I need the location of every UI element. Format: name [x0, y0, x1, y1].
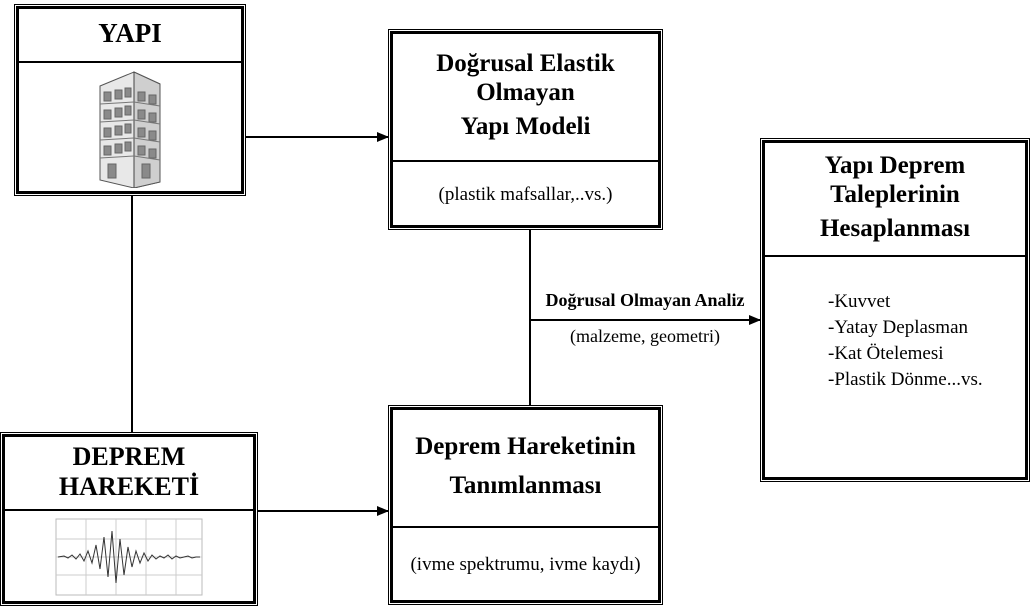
talep-item-plastik-donme: -Plastik Dönme...vs. [828, 369, 983, 390]
talep-title-line2: Hesaplanması [819, 215, 971, 243]
talep-item-kuvvet: -Kuvvet [828, 291, 891, 312]
talep-item-yatay-deplasman: -Yatay Deplasman [828, 317, 969, 338]
talep-item-kat-otelemesi: -Kat Ötelemesi [828, 343, 944, 364]
tanim-box: Deprem Hareketinin Tanımlanması (ivme sp… [388, 405, 663, 605]
model-subtitle: (plastik mafsallar,..vs.) [438, 183, 613, 205]
seismogram-icon [55, 518, 203, 596]
model-title-line1: Doğrusal Elastik Olmayan [436, 49, 615, 106]
talep-title: Yapı Deprem Taleplerinin Hesaplanması [763, 141, 1027, 257]
model-title: Doğrusal Elastik Olmayan Yapı Modeli [391, 32, 660, 162]
building-sketch-icon [99, 71, 161, 188]
analysis-subtitle: (malzeme, geometri) [570, 326, 720, 346]
talep-list: -Kuvvet -Yatay Deplasman -Kat Ötelemesi … [828, 289, 983, 393]
model-box: Doğrusal Elastik Olmayan Yapı Modeli (pl… [388, 29, 663, 230]
analysis-title: Doğrusal Olmayan Analiz [545, 290, 745, 310]
deprem-box: DEPREM HAREKETİ [0, 432, 258, 606]
yapi-box: YAPI [14, 4, 246, 196]
tanim-subtitle: (ivme spektrumu, ivme kaydı) [410, 554, 641, 575]
tanim-title-line2: Tanımlanması [449, 472, 602, 499]
talep-title-line1: Yapı Deprem Taleplerinin [824, 151, 966, 208]
deprem-title: DEPREM HAREKETİ [3, 435, 255, 511]
yapi-title: YAPI [17, 7, 243, 63]
tanim-title: Deprem Hareketinin Tanımlanması [391, 408, 660, 528]
model-title-line2: Yapı Modeli [460, 113, 591, 141]
tanim-title-line1: Deprem Hareketinin [415, 433, 636, 461]
